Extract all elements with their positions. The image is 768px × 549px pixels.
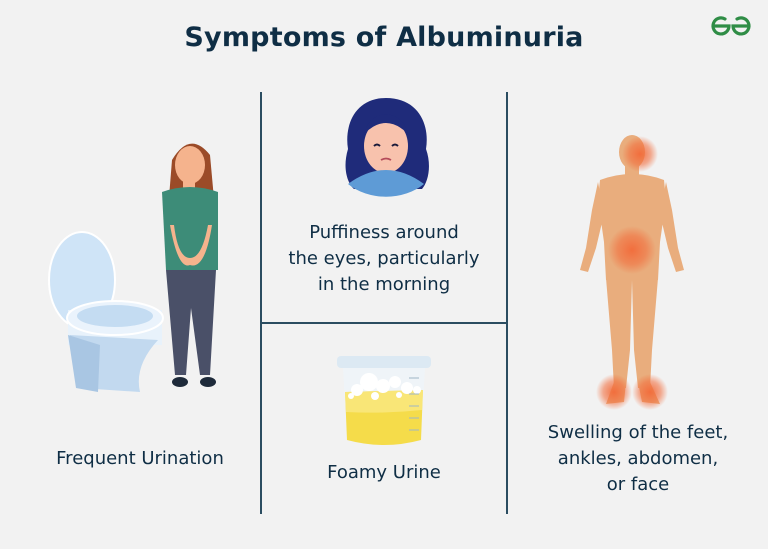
sad-woman-portrait-icon: [345, 98, 429, 197]
geeksforgeeks-logo-icon: [711, 16, 751, 36]
body-silhouette-swelling-icon: [580, 135, 684, 410]
divider-right: [506, 92, 508, 514]
caption-swelling: Swelling of the feet, ankles, abdomen, o…: [547, 422, 729, 495]
page-title: Symptoms of Albuminuria: [184, 22, 584, 53]
divider-middle: [261, 322, 507, 324]
woman-next-to-toilet-icon: [48, 143, 218, 392]
urine-sample-cup-icon: [337, 356, 431, 445]
caption-foamy-urine: Foamy Urine: [327, 462, 441, 483]
divider-left: [260, 92, 262, 514]
caption-puffiness: Puffiness around the eyes, particularly …: [288, 222, 480, 295]
caption-frequent-urination: Frequent Urination: [56, 448, 224, 469]
